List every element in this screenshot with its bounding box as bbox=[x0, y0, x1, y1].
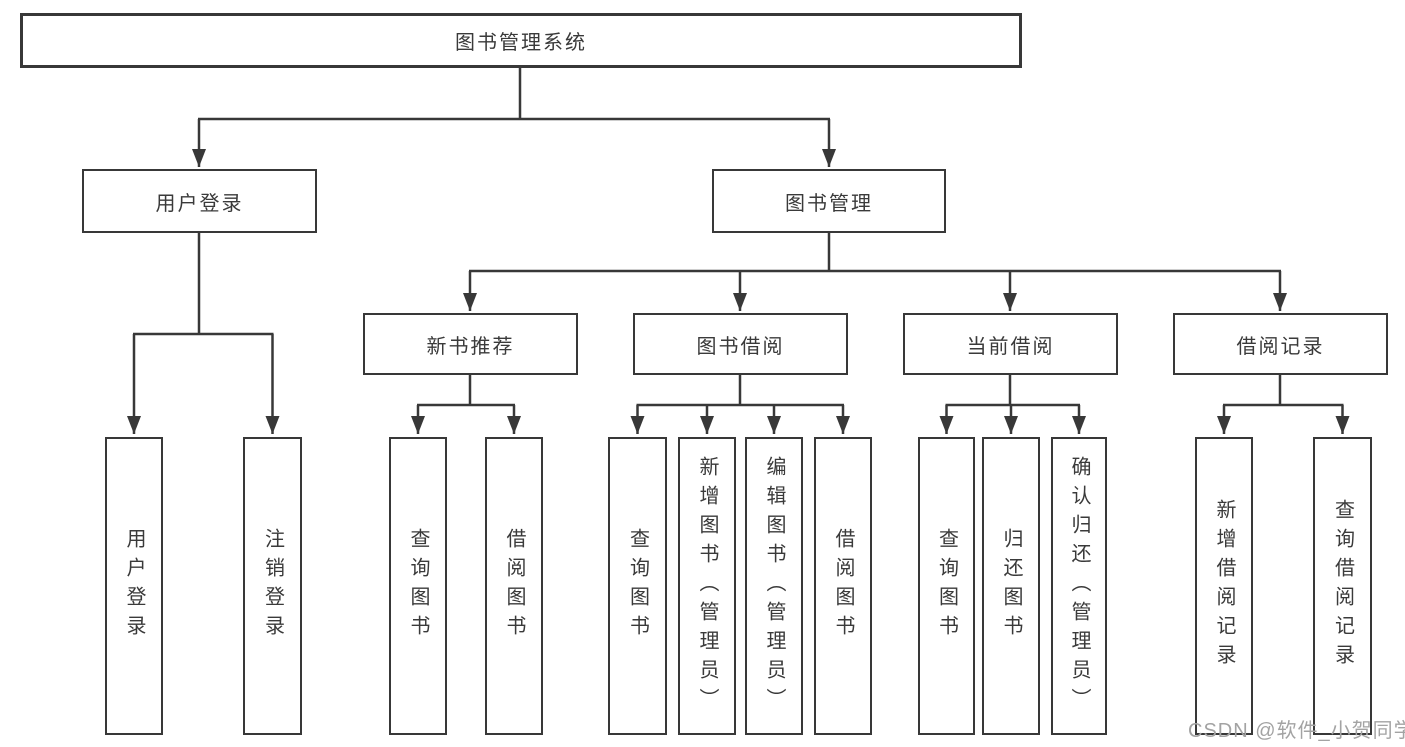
node-user-login-label: 用户登录 bbox=[155, 192, 244, 215]
leaf-logout-label: 注销登录 bbox=[261, 528, 284, 644]
leaf-user-login-label: 用户登录 bbox=[123, 528, 145, 644]
leaf-borrow-books-label: 借阅图书 bbox=[832, 528, 854, 644]
leaf-query-borrow-record: 查询借阅记录 bbox=[1313, 437, 1372, 735]
node-borrow-records-label: 借阅记录 bbox=[1236, 335, 1325, 358]
leaf-add-borrow-record-label: 新增借阅记录 bbox=[1213, 499, 1235, 673]
leaf-return-book-label: 归还图书 bbox=[1000, 528, 1022, 644]
leaf-query-books-current: 查询图书 bbox=[918, 437, 975, 735]
leaf-borrow-books: 借阅图书 bbox=[814, 437, 872, 735]
node-book-management-label: 图书管理 bbox=[785, 192, 873, 215]
leaf-borrow-books-recommend: 借阅图书 bbox=[485, 437, 543, 735]
node-book-borrow: 图书借阅 bbox=[633, 313, 848, 375]
node-current-borrow: 当前借阅 bbox=[903, 313, 1118, 375]
leaf-confirm-return-admin: 确认归还（管理员） bbox=[1051, 437, 1107, 735]
node-book-borrow-label: 图书借阅 bbox=[696, 335, 785, 358]
node-root-label: 图书管理系统 bbox=[455, 32, 587, 54]
leaf-user-login: 用户登录 bbox=[105, 437, 163, 735]
leaf-return-book: 归还图书 bbox=[982, 437, 1040, 735]
leaf-add-book-admin-label: 新增图书（管理员） bbox=[696, 455, 718, 717]
leaf-query-books-current-label: 查询图书 bbox=[935, 528, 958, 644]
leaf-query-books-recommend: 查询图书 bbox=[389, 437, 447, 735]
watermark: CSDN @软件_小贺同学 bbox=[1188, 720, 1405, 742]
node-root-system: 图书管理系统 bbox=[20, 13, 1022, 68]
leaf-confirm-return-admin-label: 确认归还（管理员） bbox=[1068, 455, 1090, 717]
leaf-query-borrow-record-label: 查询借阅记录 bbox=[1331, 499, 1354, 673]
leaf-query-books-borrow: 查询图书 bbox=[608, 437, 667, 735]
node-borrow-records: 借阅记录 bbox=[1173, 313, 1388, 375]
leaf-borrow-books-recommend-label: 借阅图书 bbox=[503, 528, 525, 644]
node-user-login: 用户登录 bbox=[82, 169, 317, 233]
leaf-logout: 注销登录 bbox=[243, 437, 302, 735]
node-new-book-recommend-label: 新书推荐 bbox=[426, 335, 515, 358]
node-book-management: 图书管理 bbox=[712, 169, 946, 233]
node-current-borrow-label: 当前借阅 bbox=[966, 335, 1055, 358]
leaf-add-book-admin: 新增图书（管理员） bbox=[678, 437, 736, 735]
node-new-book-recommend: 新书推荐 bbox=[363, 313, 578, 375]
leaf-query-books-recommend-label: 查询图书 bbox=[407, 528, 429, 644]
leaf-add-borrow-record: 新增借阅记录 bbox=[1195, 437, 1253, 735]
leaf-query-books-borrow-label: 查询图书 bbox=[626, 528, 649, 644]
leaf-edit-book-admin-label: 编辑图书（管理员） bbox=[763, 455, 785, 717]
leaf-edit-book-admin: 编辑图书（管理员） bbox=[745, 437, 803, 735]
